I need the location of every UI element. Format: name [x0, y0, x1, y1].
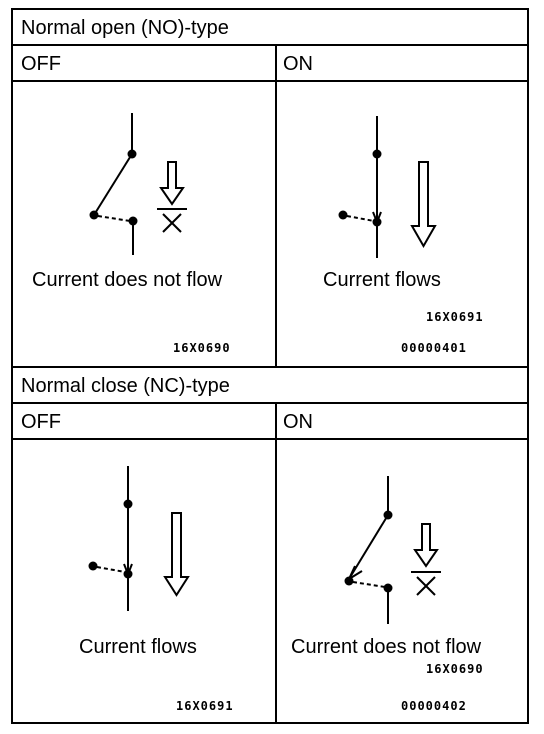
open-switch-symbol — [344, 476, 393, 624]
figure-id: 00000402 — [401, 699, 467, 713]
no-type-title: Normal open (NO)-type — [21, 17, 229, 39]
switch-types-table: Normal open (NO)-type OFF ON Current doe… — [11, 8, 529, 724]
no-on-header: ON — [283, 53, 313, 75]
nc-off-header: OFF — [21, 411, 61, 433]
blocked-current-arrow-icon — [157, 161, 187, 233]
open-switch-symbol — [89, 113, 138, 255]
divider — [13, 44, 527, 46]
blocked-current-arrow-icon — [411, 523, 441, 596]
nc-on-caption: Current does not flow — [291, 636, 482, 658]
divider — [13, 80, 527, 82]
current-flow-arrow-icon — [163, 512, 190, 597]
divider — [275, 44, 277, 366]
nc-off-caption: Current flows — [79, 636, 197, 658]
figure-code: 16X0690 — [173, 341, 231, 355]
figure-code: 16X0690 — [426, 662, 484, 676]
no-on-caption: Current flows — [323, 269, 441, 291]
closed-switch-symbol — [88, 466, 133, 611]
closed-switch-symbol — [338, 116, 382, 258]
divider — [13, 438, 527, 440]
divider — [275, 402, 277, 724]
divider — [13, 366, 527, 368]
figure-code: 16X0691 — [176, 699, 234, 713]
nc-on-header: ON — [283, 411, 313, 433]
current-flow-arrow-icon — [410, 161, 437, 249]
no-off-caption: Current does not flow — [32, 269, 223, 291]
figure-code: 16X0691 — [426, 310, 484, 324]
divider — [13, 402, 527, 404]
no-off-header: OFF — [21, 53, 61, 75]
nc-type-title: Normal close (NC)-type — [21, 375, 230, 397]
figure-id: 00000401 — [401, 341, 467, 355]
